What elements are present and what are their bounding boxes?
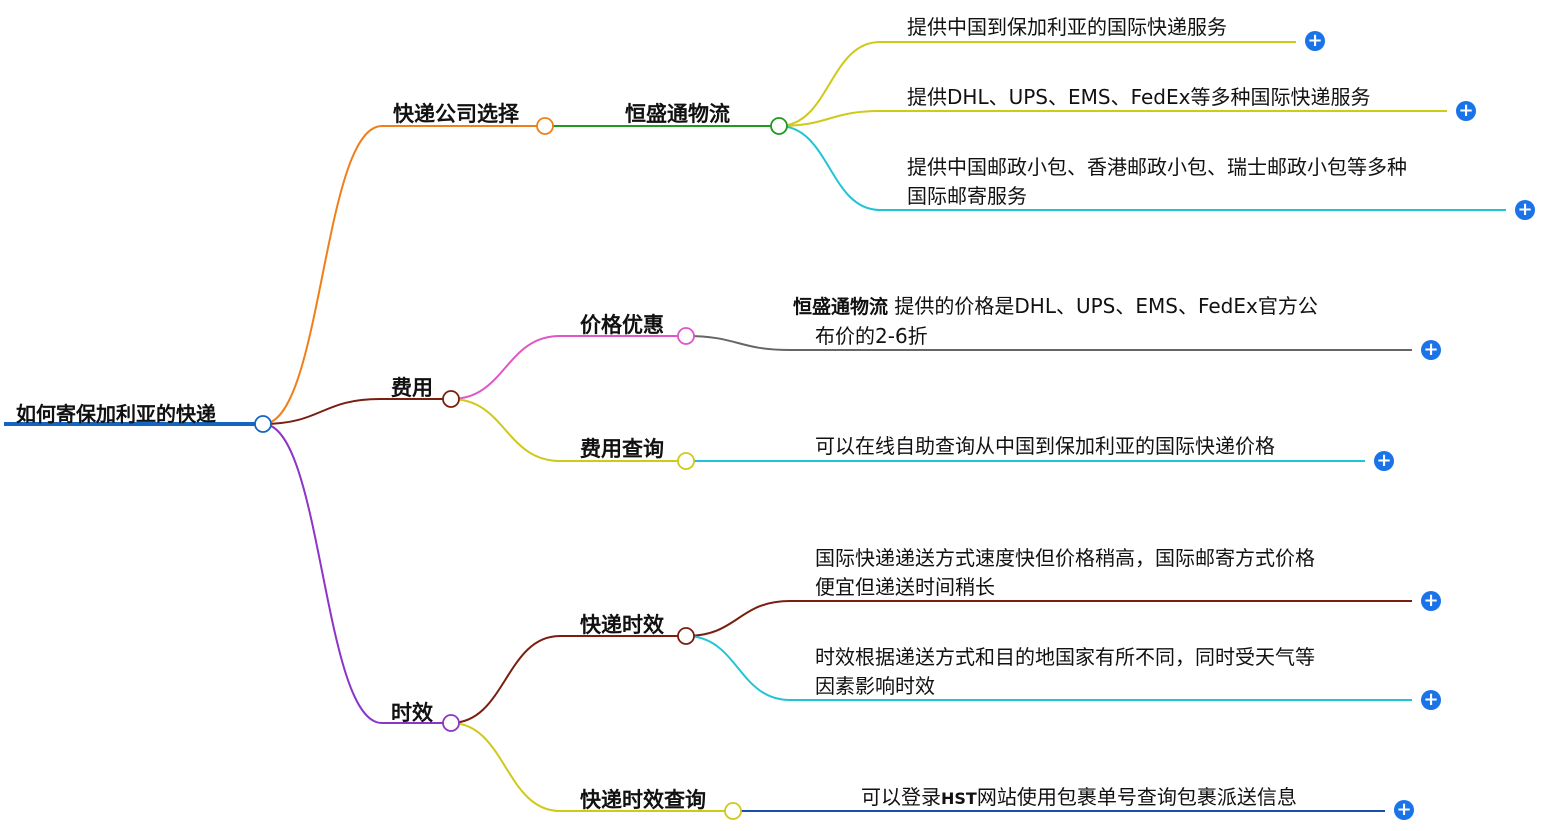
edge-root-timeliness xyxy=(262,423,451,724)
courier-node-handle[interactable] xyxy=(536,117,554,135)
edge-root-cost xyxy=(262,398,451,425)
node-price-discount[interactable]: 价格优惠 xyxy=(580,313,664,337)
expand-plus-icon[interactable]: + xyxy=(1421,690,1441,710)
edge-time-query xyxy=(450,722,733,812)
leaf-text: 恒盛通物流 提供的价格是DHL、UPS、EMS、FedEx官方公 布价的2-6折 xyxy=(793,292,1318,351)
expand-plus-icon[interactable]: + xyxy=(1456,101,1476,121)
branch-timeliness[interactable]: 时效 xyxy=(391,701,433,725)
leaf-bold-prefix: 恒盛通物流 xyxy=(793,296,889,318)
delivery-time-node-handle[interactable] xyxy=(677,627,695,645)
leaf-line-text: 提供的价格是DHL、UPS、EMS、FedEx官方公 xyxy=(894,294,1318,318)
time-query-node-handle[interactable] xyxy=(724,802,742,820)
expand-plus-icon[interactable]: + xyxy=(1515,200,1535,220)
edge-leaf xyxy=(778,110,1447,127)
edge-cost-discount xyxy=(450,335,686,400)
leaf-inline-bold: HST xyxy=(941,789,977,808)
leaf-text: 提供中国到保加利亚的国际快递服务 xyxy=(907,13,1227,42)
leaf-line-text: 网站使用包裹单号查询包裹派送信息 xyxy=(976,785,1297,809)
node-cost-query[interactable]: 费用查询 xyxy=(580,437,664,461)
leaf-line: 因素影响时效 xyxy=(815,674,935,698)
root-topic[interactable]: 如何寄保加利亚的快递 xyxy=(16,402,216,426)
leaf-text: 时效根据递送方式和目的地国家有所不同，同时受天气等 因素影响时效 xyxy=(815,643,1315,701)
expand-plus-icon[interactable]: + xyxy=(1421,340,1441,360)
leaf-line: 提供DHL、UPS、EMS、FedEx等多种国际快递服务 xyxy=(907,85,1371,109)
leaf-line: 国际快递递送方式速度快但价格稍高，国际邮寄方式价格 xyxy=(815,546,1315,570)
edge-time-delivery xyxy=(450,635,686,724)
leaf-line: 可以在线自助查询从中国到保加利亚的国际快递价格 xyxy=(815,434,1275,458)
branch-courier-choice[interactable]: 快递公司选择 xyxy=(393,102,519,126)
root-node-handle[interactable] xyxy=(254,415,272,433)
branch-cost[interactable]: 费用 xyxy=(391,376,433,400)
edge-leaf xyxy=(778,41,1296,127)
cost-query-node-handle[interactable] xyxy=(677,452,695,470)
edge-leaf xyxy=(685,635,1412,701)
leaf-line: 提供中国邮政小包、香港邮政小包、瑞士邮政小包等多种 xyxy=(907,155,1407,179)
edge-leaf xyxy=(778,125,1506,211)
edge-root-courier xyxy=(262,125,545,425)
timeliness-node-handle[interactable] xyxy=(442,714,460,732)
discount-node-handle[interactable] xyxy=(677,327,695,345)
leaf-line: 可以登录HST网站使用包裹单号查询包裹派送信息 xyxy=(861,783,1297,813)
leaf-line: 便宜但递送时间稍长 xyxy=(815,575,995,599)
leaf-text: 可以登录HST网站使用包裹单号查询包裹派送信息 xyxy=(861,783,1297,813)
expand-plus-icon[interactable]: + xyxy=(1421,591,1441,611)
leaf-line-text: 可以登录 xyxy=(861,785,941,809)
leaf-line: 提供中国到保加利亚的国际快递服务 xyxy=(907,15,1227,39)
expand-plus-icon[interactable]: + xyxy=(1374,451,1394,471)
node-hst-logistics[interactable]: 恒盛通物流 xyxy=(625,102,730,126)
cost-node-handle[interactable] xyxy=(442,390,460,408)
leaf-text: 国际快递递送方式速度快但价格稍高，国际邮寄方式价格 便宜但递送时间稍长 xyxy=(815,544,1315,602)
leaf-text: 可以在线自助查询从中国到保加利亚的国际快递价格 xyxy=(815,432,1275,461)
node-delivery-time[interactable]: 快递时效 xyxy=(580,613,664,637)
expand-plus-icon[interactable]: + xyxy=(1394,800,1414,820)
leaf-text: 提供DHL、UPS、EMS、FedEx等多种国际快递服务 xyxy=(907,83,1370,112)
leaf-line: 国际邮寄服务 xyxy=(907,184,1027,208)
leaf-line: 恒盛通物流 提供的价格是DHL、UPS、EMS、FedEx官方公 xyxy=(793,292,1318,322)
edge-cost-query xyxy=(450,398,686,462)
leaf-line: 时效根据递送方式和目的地国家有所不同，同时受天气等 xyxy=(815,645,1315,669)
leaf-line: 布价的2-6折 xyxy=(815,324,928,348)
edge-leaf xyxy=(685,335,1412,351)
expand-plus-icon[interactable]: + xyxy=(1305,31,1325,51)
hst-node-handle[interactable] xyxy=(770,117,788,135)
edge-leaf xyxy=(685,600,1412,637)
mindmap-nodes xyxy=(254,117,788,820)
leaf-text: 提供中国邮政小包、香港邮政小包、瑞士邮政小包等多种 国际邮寄服务 xyxy=(907,153,1407,211)
node-delivery-time-query[interactable]: 快递时效查询 xyxy=(580,788,706,812)
